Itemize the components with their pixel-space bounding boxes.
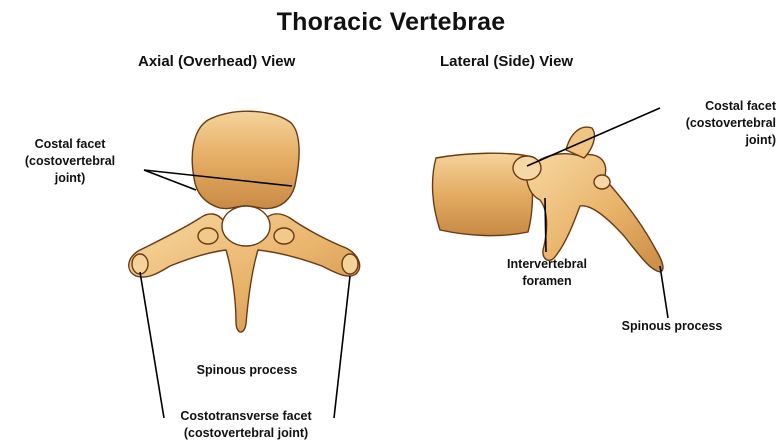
label-line: Costotransverse facet (150, 408, 342, 425)
label-line: (costovertebral (8, 153, 132, 170)
label-lateral-intervertebral-foramen: Intervertebral foramen (488, 256, 606, 290)
axial-left-facet (198, 228, 218, 244)
lateral-vertebra (433, 127, 663, 272)
page-title: Thoracic Vertebrae (0, 8, 782, 37)
label-line: foramen (488, 273, 606, 290)
axial-left-costotransverse-facet (132, 254, 148, 274)
axial-view-heading: Axial (Overhead) View (138, 53, 295, 70)
lateral-view-heading: Lateral (Side) View (440, 53, 573, 70)
axial-vertebra (129, 111, 360, 332)
label-line: Costal facet (658, 98, 776, 115)
lateral-transverse-facet (594, 175, 610, 189)
axial-right-costotransverse-facet (342, 254, 358, 274)
axial-vertebral-body (192, 111, 299, 208)
label-axial-costotransverse-facet: Costotransverse facet (costovertebral jo… (150, 408, 342, 442)
lateral-costal-facet (513, 156, 541, 180)
leader-axial-costotransverse-left (140, 272, 164, 418)
leader-lateral-spinous (660, 266, 668, 318)
leader-axial-costotransverse-right (334, 276, 350, 418)
label-line: joint) (8, 170, 132, 187)
label-lateral-spinous-process: Spinous process (592, 318, 752, 335)
leader-lateral-intervertebral (545, 198, 546, 252)
label-line: Costal facet (8, 136, 132, 153)
label-line: (costovertebral joint) (150, 425, 342, 442)
axial-vertebral-foramen (222, 206, 270, 246)
label-axial-costal-facet: Costal facet (costovertebral joint) (8, 136, 132, 187)
label-line: Intervertebral (488, 256, 606, 273)
label-lateral-costal-facet: Costal facet (costovertebral joint) (658, 98, 776, 149)
lateral-arch (526, 154, 663, 272)
label-line: joint) (658, 132, 776, 149)
label-line: (costovertebral (658, 115, 776, 132)
axial-right-facet (274, 228, 294, 244)
label-axial-spinous-process: Spinous process (168, 362, 326, 379)
